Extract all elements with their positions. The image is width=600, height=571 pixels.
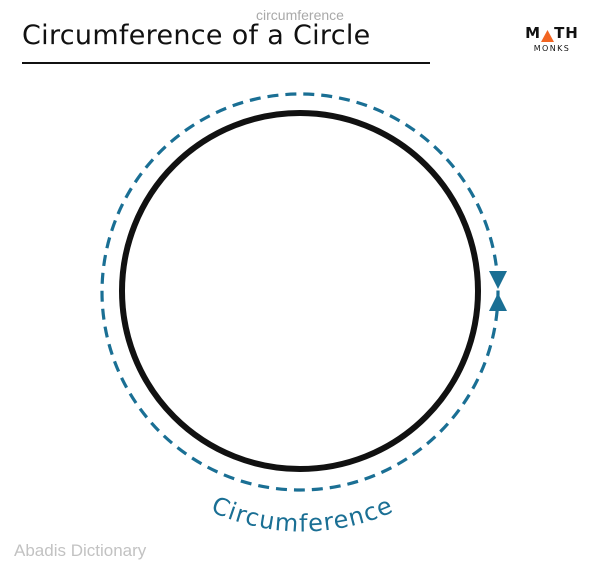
logo-subtitle: MONKS	[533, 44, 571, 53]
title-underline	[22, 62, 430, 64]
page-title: Circumference of a Circle	[22, 20, 371, 51]
source-watermark: circumference	[256, 7, 344, 23]
logo-wordmark: M TH	[520, 24, 584, 42]
triangle-icon	[541, 30, 555, 42]
circumference-dashed-arc	[100, 92, 500, 492]
logo-letters-th: TH	[554, 24, 579, 42]
arrowhead-up-icon	[489, 293, 507, 311]
arrowhead-down-icon	[489, 271, 507, 289]
svg-text:Circumference: Circumference	[208, 491, 398, 538]
dictionary-watermark: Abadis Dictionary	[14, 541, 147, 560]
math-monks-logo: M TH MONKS	[520, 24, 584, 53]
circumference-label: Circumference	[208, 491, 396, 538]
logo-letter-m: M	[525, 24, 542, 42]
circle-outline	[119, 110, 481, 472]
